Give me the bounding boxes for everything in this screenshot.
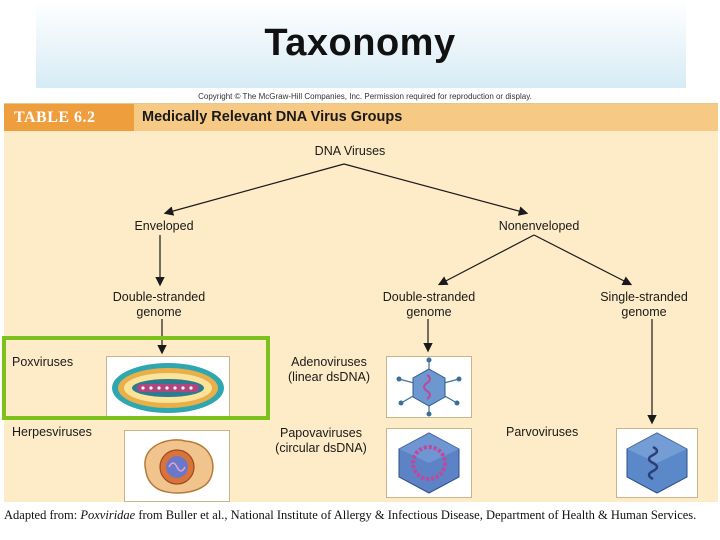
- parvovirus-image: [616, 428, 698, 498]
- adenovirus-illustration: [396, 357, 462, 417]
- node-nonenveloped: Nonenveloped: [498, 219, 580, 233]
- table-title: Medically Relevant DNA Virus Groups: [142, 109, 403, 125]
- label-papovaviruses-line1: Papovaviruses: [280, 426, 362, 440]
- node-ds-genome-nonenveloped-line2: genome: [406, 305, 452, 319]
- table-header: TABLE 6.2 Medically Relevant DNA Virus G…: [4, 104, 718, 131]
- source-footnote: Adapted from: Poxviridae from Buller et …: [4, 508, 718, 522]
- footnote-prefix: Adapted from:: [4, 508, 81, 522]
- label-adenoviruses: Adenoviruses (linear dsDNA): [274, 355, 384, 385]
- poxvirus-highlight-box: [2, 336, 270, 420]
- label-papovaviruses: Papovaviruses (circular dsDNA): [256, 426, 386, 456]
- poxvirus-image: [106, 356, 230, 420]
- node-ss-genome: Single-stranded genome: [574, 290, 714, 320]
- label-parvoviruses: Parvoviruses: [506, 425, 579, 439]
- node-ds-genome-nonenveloped: Double-stranded genome: [354, 290, 504, 320]
- node-dna-viruses: DNA Viruses: [314, 144, 386, 158]
- copyright-notice: Copyright © The McGraw-Hill Companies, I…: [198, 92, 532, 101]
- slide-title: Taxonomy: [264, 22, 456, 64]
- table-number: TABLE 6.2: [4, 104, 134, 131]
- label-adenoviruses-line1: Adenoviruses: [291, 355, 367, 369]
- papovavirus-image: [386, 428, 472, 498]
- label-adenoviruses-line2: (linear dsDNA): [288, 370, 370, 384]
- footnote-rest: from Buller et al., National Institute o…: [135, 508, 697, 522]
- table-panel: TABLE 6.2 Medically Relevant DNA Virus G…: [4, 103, 718, 502]
- herpesvirus-illustration: [144, 439, 214, 494]
- adenovirus-image: [386, 356, 472, 418]
- label-poxviruses: Poxviruses: [12, 355, 74, 369]
- title-band: [36, 0, 686, 88]
- herpesvirus-image: [124, 430, 230, 502]
- footnote-italic: Poxviridae: [80, 508, 136, 522]
- node-ds-genome-nonenveloped-line1: Double-stranded: [382, 290, 476, 304]
- label-herpesviruses: Herpesviruses: [12, 425, 92, 439]
- label-papovaviruses-line2: (circular dsDNA): [275, 441, 367, 455]
- parvovirus-illustration: [626, 432, 688, 494]
- poxvirus-illustration: [112, 363, 224, 413]
- tree-connectors: [155, 163, 657, 425]
- papovavirus-illustration: [398, 432, 460, 494]
- node-ds-genome-enveloped: Double-stranded genome: [84, 290, 234, 320]
- node-ss-genome-line2: genome: [621, 305, 667, 319]
- node-ds-genome-enveloped-line2: genome: [136, 305, 182, 319]
- node-ss-genome-line1: Single-stranded: [600, 290, 688, 304]
- node-ds-genome-enveloped-line1: Double-stranded: [112, 290, 206, 304]
- node-enveloped: Enveloped: [134, 219, 194, 233]
